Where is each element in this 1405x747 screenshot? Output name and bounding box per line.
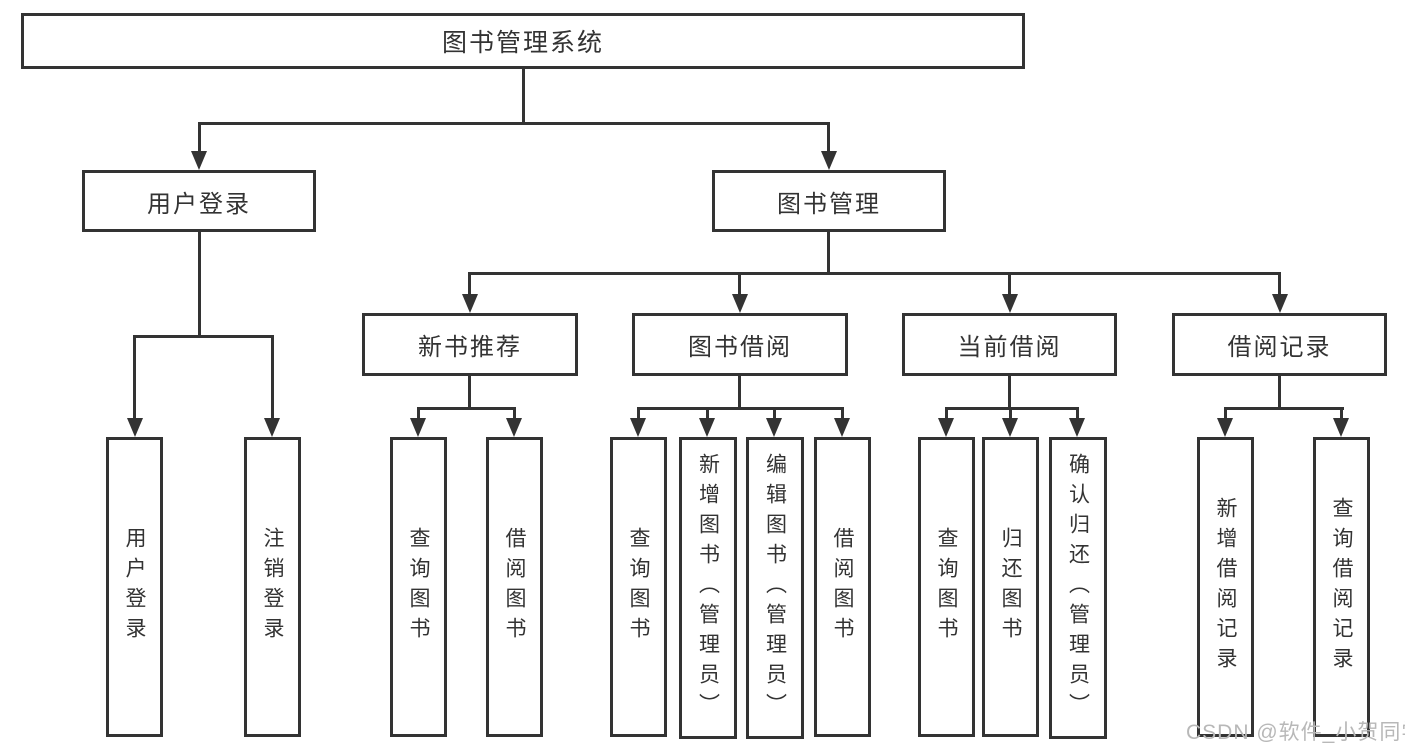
arrowhead-leaf-bb2-icon bbox=[699, 418, 715, 437]
node-book-borrow: 图书借阅 bbox=[632, 313, 848, 376]
arrowhead-leaf-nb1-icon bbox=[410, 418, 426, 437]
connector-current-borrow-branch bbox=[945, 407, 1079, 410]
leaf-borrow-book: 借阅图书 bbox=[814, 437, 871, 737]
arrowhead-leaf-cb1-icon bbox=[938, 418, 954, 437]
connector-to-book-mgmt bbox=[827, 122, 830, 153]
arrowhead-leaf-cb3-icon bbox=[1069, 418, 1085, 437]
node-new-book: 新书推荐 bbox=[362, 313, 578, 376]
leaf-user-logout: 注销登录 bbox=[244, 437, 301, 737]
node-current-borrow-label: 当前借阅 bbox=[957, 334, 1062, 361]
leaf-record-add: 新增借阅记录 bbox=[1197, 437, 1254, 737]
connector-to-book-borrow bbox=[738, 272, 741, 295]
connector-to-leaf-cb3 bbox=[1076, 407, 1079, 420]
leaf-borrow-add: 新增图书（管理员） bbox=[679, 437, 737, 739]
leaf-newbook-borrow-label: 借阅图书 bbox=[503, 527, 526, 647]
leaf-current-return-label: 归还图书 bbox=[999, 527, 1022, 647]
node-user-login-label: 用户登录 bbox=[147, 190, 251, 218]
arrowhead-book-borrow-icon bbox=[732, 294, 748, 313]
connector-to-leaf-br2 bbox=[1340, 407, 1343, 420]
connector-to-borrow-record bbox=[1278, 272, 1281, 295]
leaf-user-logout-label: 注销登录 bbox=[261, 527, 284, 647]
leaf-record-add-label: 新增借阅记录 bbox=[1214, 497, 1237, 677]
connector-user-login-stem bbox=[198, 232, 201, 335]
connector-book-mgmt-stem bbox=[827, 232, 830, 272]
connector-to-new-book bbox=[468, 272, 471, 295]
leaf-borrow-edit-label: 编辑图书（管理员） bbox=[763, 453, 787, 723]
node-user-login: 用户登录 bbox=[82, 170, 316, 232]
leaf-newbook-borrow: 借阅图书 bbox=[486, 437, 543, 737]
node-borrow-record-label: 借阅记录 bbox=[1227, 334, 1332, 361]
connector-to-leaf-cb1 bbox=[945, 407, 948, 420]
leaf-borrow-book-label: 借阅图书 bbox=[831, 527, 854, 647]
arrowhead-book-mgmt-icon bbox=[821, 151, 837, 170]
connector-book-borrow-branch bbox=[637, 407, 844, 410]
node-new-book-label: 新书推荐 bbox=[418, 334, 522, 361]
connector-to-leaf-bb3 bbox=[773, 407, 776, 420]
arrowhead-leaf-bb3-icon bbox=[766, 418, 782, 437]
connector-borrow-record-stem bbox=[1278, 376, 1281, 407]
node-library-system-label: 图书管理系统 bbox=[441, 29, 604, 57]
leaf-borrow-query: 查询图书 bbox=[610, 437, 667, 737]
connector-to-leaf-cb2 bbox=[1009, 407, 1012, 420]
connector-borrow-record-branch bbox=[1224, 407, 1344, 410]
node-current-borrow: 当前借阅 bbox=[902, 313, 1117, 376]
connector-book-mgmt-branch bbox=[468, 272, 1281, 275]
node-book-mgmt-label: 图书管理 bbox=[777, 190, 881, 218]
arrowhead-leaf-br2-icon bbox=[1333, 418, 1349, 437]
csdn-watermark: CSDN @软件_小贺同学 bbox=[1186, 721, 1405, 744]
connector-to-leaf-nb2 bbox=[513, 407, 516, 420]
arrowhead-user-login-icon bbox=[191, 151, 207, 170]
leaf-user-login: 用户登录 bbox=[106, 437, 163, 737]
connector-to-leaf-bb2 bbox=[706, 407, 709, 420]
connector-new-book-stem bbox=[468, 376, 471, 407]
arrowhead-leaf-cb2-icon bbox=[1002, 418, 1018, 437]
connector-to-leaf-nb1 bbox=[417, 407, 420, 420]
connector-to-leaf-login bbox=[133, 335, 136, 420]
leaf-current-confirm-label: 确认归还（管理员） bbox=[1066, 453, 1090, 723]
leaf-current-query-label: 查询图书 bbox=[935, 527, 958, 647]
node-library-system: 图书管理系统 bbox=[21, 13, 1025, 69]
arrowhead-leaf-login-icon bbox=[127, 418, 143, 437]
leaf-user-login-label: 用户登录 bbox=[123, 527, 146, 647]
leaf-newbook-query: 查询图书 bbox=[390, 437, 447, 737]
arrowhead-leaf-nb2-icon bbox=[506, 418, 522, 437]
leaf-record-query: 查询借阅记录 bbox=[1313, 437, 1370, 737]
connector-user-login-branch bbox=[133, 335, 274, 338]
connector-new-book-branch bbox=[417, 407, 516, 410]
leaf-borrow-edit: 编辑图书（管理员） bbox=[746, 437, 804, 739]
connector-to-leaf-bb1 bbox=[637, 407, 640, 420]
node-borrow-record: 借阅记录 bbox=[1172, 313, 1387, 376]
leaf-borrow-query-label: 查询图书 bbox=[627, 527, 650, 647]
connector-root-stem bbox=[522, 69, 525, 122]
leaf-newbook-query-label: 查询图书 bbox=[407, 527, 430, 647]
leaf-current-confirm: 确认归还（管理员） bbox=[1049, 437, 1107, 739]
connector-current-borrow-stem bbox=[1008, 376, 1011, 407]
connector-to-user-login bbox=[198, 122, 201, 153]
connector-root-branch bbox=[198, 122, 829, 125]
connector-book-borrow-stem bbox=[738, 376, 741, 407]
arrowhead-current-borrow-icon bbox=[1002, 294, 1018, 313]
node-book-mgmt: 图书管理 bbox=[712, 170, 946, 232]
connector-to-leaf-bb4 bbox=[841, 407, 844, 420]
arrowhead-leaf-bb1-icon bbox=[630, 418, 646, 437]
arrowhead-leaf-br1-icon bbox=[1217, 418, 1233, 437]
arrowhead-leaf-logout-icon bbox=[264, 418, 280, 437]
leaf-current-return: 归还图书 bbox=[982, 437, 1039, 737]
arrowhead-borrow-record-icon bbox=[1272, 294, 1288, 313]
arrowhead-leaf-bb4-icon bbox=[834, 418, 850, 437]
arrowhead-new-book-icon bbox=[462, 294, 478, 313]
leaf-borrow-add-label: 新增图书（管理员） bbox=[696, 453, 720, 723]
connector-to-current-borrow bbox=[1008, 272, 1011, 295]
leaf-current-query: 查询图书 bbox=[918, 437, 975, 737]
leaf-record-query-label: 查询借阅记录 bbox=[1330, 497, 1353, 677]
connector-to-leaf-br1 bbox=[1224, 407, 1227, 420]
connector-to-leaf-logout bbox=[271, 335, 274, 420]
node-book-borrow-label: 图书借阅 bbox=[688, 334, 792, 361]
